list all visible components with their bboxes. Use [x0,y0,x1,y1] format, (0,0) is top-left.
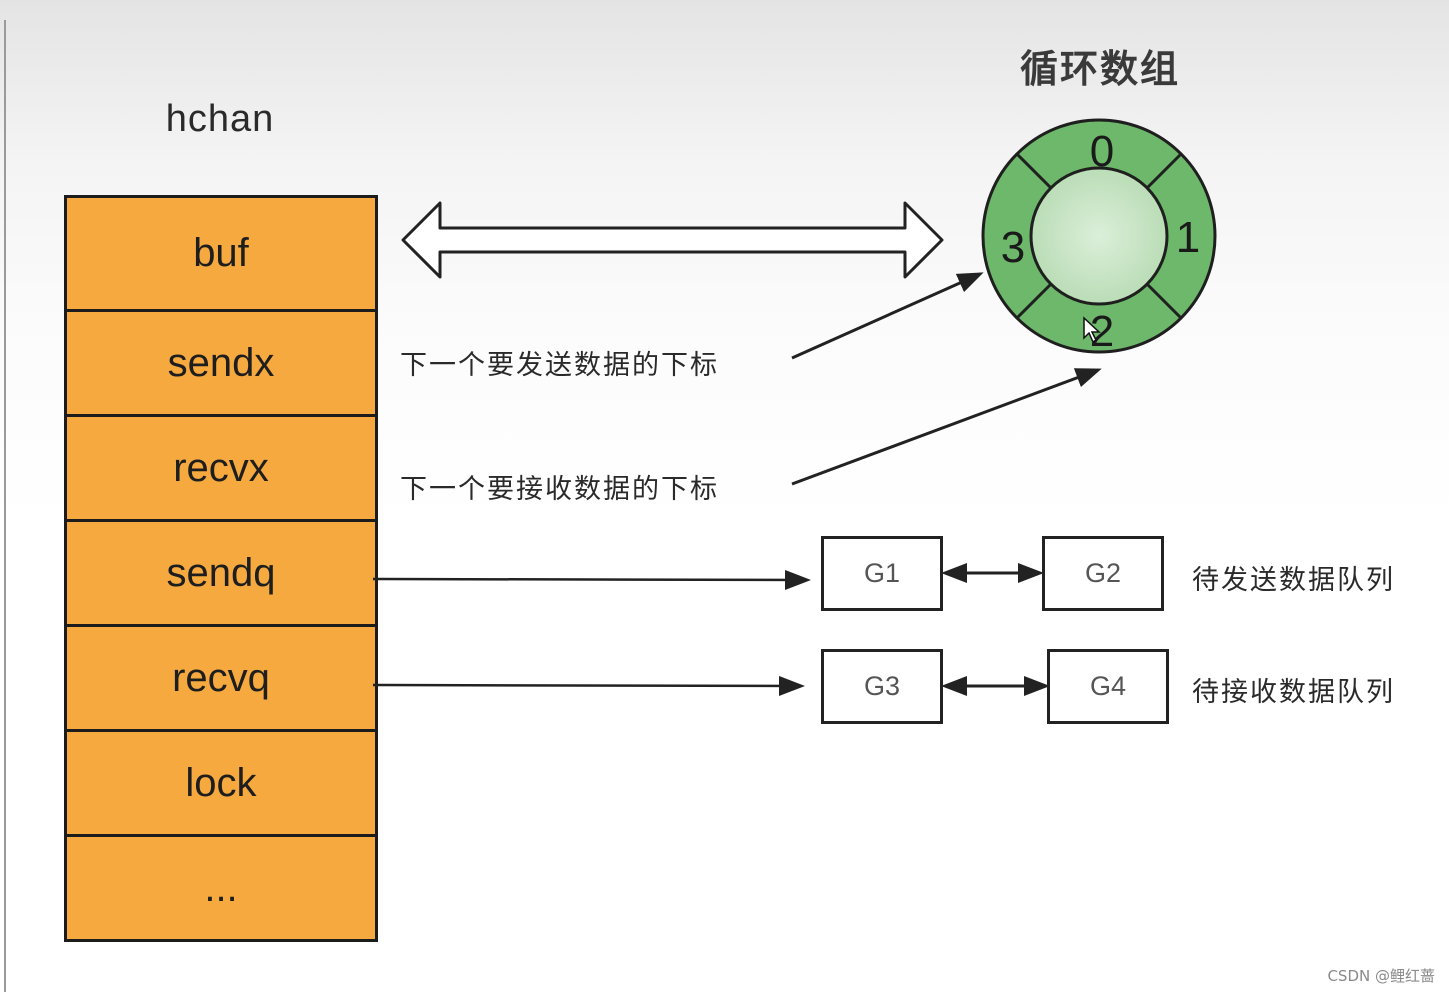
field-sendx: sendx [67,309,375,414]
ring-slot-0: 0 [1090,127,1114,176]
ring-divider-2 [1145,282,1183,320]
ring-inner [1029,166,1169,306]
field-recvx: recvx [67,414,375,519]
watermark: CSDN @鲤红蔷 [1327,967,1435,985]
goroutine-g1: G1 [821,536,943,611]
mouse-cursor-icon [1083,316,1101,344]
recvq-arrow [372,675,805,696]
hchan-title: hchan [165,98,275,140]
hchan-struct: buf sendx recvx sendq recvq lock ... [64,195,378,942]
recv-queue-label: 待接收数据队列 [1192,677,1395,708]
sendx-pointer-arrow [791,272,984,360]
ring-divider-3 [1015,282,1053,320]
goroutine-g2: G2 [1042,536,1164,611]
goroutine-g3: G3 [821,649,943,724]
field-ellipsis: ... [67,834,375,939]
send-queue-label: 待发送数据队列 [1192,565,1395,596]
recvx-description: 下一个要接收数据的下标 [400,474,719,505]
goroutine-g4: G4 [1047,649,1169,724]
field-sendq: sendq [67,519,375,624]
field-buf: buf [193,231,249,275]
ring-divider-4 [1015,152,1053,190]
field-lock: lock [67,729,375,834]
buf-double-arrow [401,201,944,279]
ring-slot-3: 3 [1001,223,1025,272]
sendx-description: 下一个要发送数据的下标 [400,350,719,381]
ring-divider-1 [1145,152,1183,190]
left-edge-rule [4,20,6,992]
ring-title: 循环数组 [1019,47,1180,91]
sendq-arrow [372,569,811,590]
ring-slot-1: 1 [1176,213,1200,262]
field-recvq: recvq [67,624,375,729]
recvx-pointer-arrow [791,368,1102,486]
